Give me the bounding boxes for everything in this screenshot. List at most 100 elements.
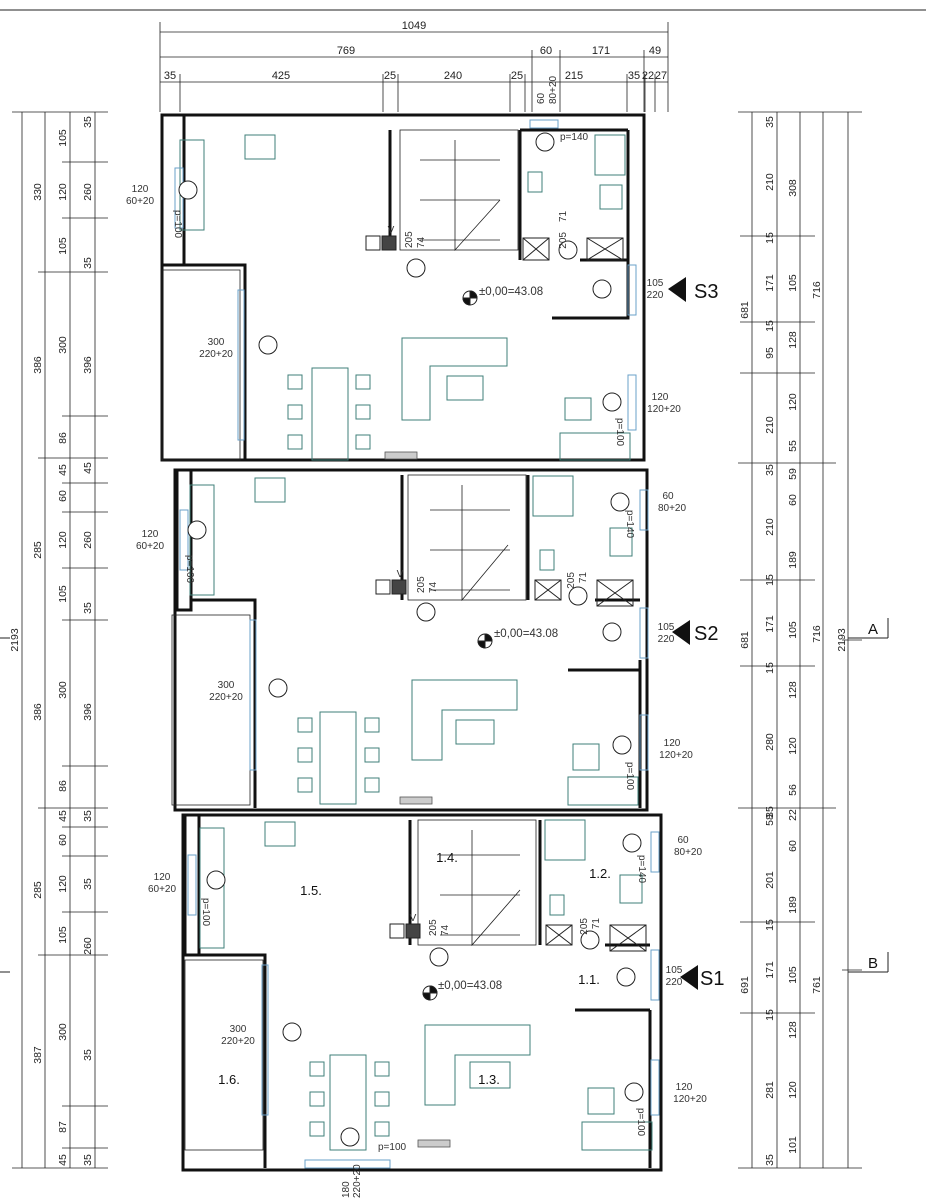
dim-right-i6: 95 — [764, 347, 776, 359]
dim-left-387: 387 — [32, 1046, 44, 1064]
dim-right-i12: 15 — [764, 662, 776, 674]
kitchen-window-3-h: 60+20 — [126, 196, 155, 207]
dim-right-i9: 210 — [764, 518, 776, 536]
dim-left-a8: 120 — [57, 531, 69, 549]
dim-right-b1: 308 — [787, 179, 799, 197]
dim-right-i7: 210 — [764, 416, 776, 434]
dim-left-a2: 120 — [57, 183, 69, 201]
living-window-2-h: 220+20 — [209, 692, 243, 703]
dim-right-b13: 22 — [787, 809, 799, 821]
dim-right-i21: 35 — [764, 1154, 776, 1166]
dim-left-a3: 105 — [57, 237, 69, 255]
entry-w: 180 — [341, 1181, 352, 1198]
entry-h: 220+20 — [352, 1164, 363, 1198]
dim-right-b10: 128 — [787, 681, 799, 699]
level-label-1: ±0,00=43.08 — [438, 980, 502, 992]
dim-right-b19: 101 — [787, 1136, 799, 1154]
valve-label-2: V — [397, 569, 404, 580]
section-label-s2: S2 — [694, 623, 718, 645]
parapet-entry: p=100 — [378, 1142, 407, 1153]
dim-right-b18: 120 — [787, 1081, 799, 1099]
living-window-1-h: 220+20 — [221, 1036, 255, 1047]
kitchen-window-2-h: 60+20 — [136, 541, 165, 552]
dim-top-171: 171 — [592, 45, 610, 57]
dim-top-425: 425 — [272, 70, 290, 82]
dim-right-716b: 716 — [811, 625, 823, 643]
windows — [174, 119, 660, 1169]
dim-left-b2: 260 — [82, 183, 94, 201]
chair-window-1-w: 120 — [676, 1082, 693, 1093]
living-window-1-w: 300 — [230, 1024, 247, 1035]
dim-left-a6: 45 — [57, 464, 69, 476]
dim-right-b4: 120 — [787, 393, 799, 411]
exterior-walls — [160, 113, 663, 1172]
axis-a-label: A — [868, 621, 878, 638]
dim-right-2193: 2193 — [836, 628, 848, 652]
parapet-chair-3: p=100 — [614, 418, 625, 447]
living-window-2-w: 300 — [218, 680, 235, 691]
chair-window-2-h: 120+20 — [659, 750, 693, 761]
dim-top-1049: 1049 — [402, 20, 426, 32]
dim-left-a13: 60 — [57, 834, 69, 846]
dim-left-b11: 260 — [82, 937, 94, 955]
dim-top-27: 27 — [655, 70, 667, 82]
dim-right-761: 761 — [811, 976, 823, 994]
door-3-205b: 205 — [404, 231, 415, 248]
dim-left-a14: 120 — [57, 875, 69, 893]
room-1-1: 1.1. — [578, 972, 600, 987]
dim-left-b10: 35 — [82, 878, 94, 890]
dim-top-60: 60 — [540, 45, 552, 57]
dim-top-35b: 35 — [628, 70, 640, 82]
shaft-boxes — [522, 237, 647, 952]
dim-right-b5: 55 — [787, 440, 799, 452]
dim-right-i20: 281 — [764, 1081, 776, 1099]
door-2-74: 74 — [428, 581, 439, 593]
dim-right-b9: 105 — [787, 621, 799, 639]
dim-right-i8: 35 — [764, 464, 776, 476]
dim-left-a12: 45 — [57, 810, 69, 822]
dim-right-i2: 210 — [764, 173, 776, 191]
dim-left-a18: 45 — [57, 1154, 69, 1166]
interior-walls — [184, 128, 652, 1168]
dim-right-i4: 171 — [764, 274, 776, 292]
dim-left-a1: 105 — [57, 129, 69, 147]
door-2-205b: 205 — [416, 576, 427, 593]
door-1-71: 71 — [591, 918, 602, 930]
dim-right-681b: 681 — [739, 631, 751, 649]
valve-label-1: V — [410, 913, 417, 924]
door-1-205b: 205 — [428, 919, 439, 936]
parapet-140-3: p=140 — [560, 132, 589, 143]
dim-left-b9: 396 — [82, 703, 94, 721]
dim-left-330: 330 — [32, 183, 44, 201]
door-window-2-h: 220 — [658, 634, 675, 645]
dim-left-a11: 86 — [57, 780, 69, 792]
dim-right-i19: 15 — [764, 1009, 776, 1021]
dim-left-b13: 35 — [82, 1154, 94, 1166]
dim-right-b7: 60 — [787, 494, 799, 506]
dim-right-i5: 15 — [764, 320, 776, 332]
door-window-1-w: 105 — [666, 965, 683, 976]
furniture — [179, 134, 653, 1151]
dim-left-a7: 60 — [57, 490, 69, 502]
dim-right-681a: 681 — [739, 301, 751, 319]
dim-right-i3: 15 — [764, 232, 776, 244]
kitchen-window-3-w: 120 — [132, 184, 149, 195]
radiators — [384, 451, 451, 1148]
left-dimension-lines — [12, 111, 108, 1169]
parapet-140-2: p=140 — [624, 510, 635, 539]
axis-b-label: B — [868, 955, 878, 972]
top-dimensions — [159, 22, 669, 112]
dim-left-b5: 45 — [82, 462, 94, 474]
kitchen-window-2-w: 120 — [142, 529, 159, 540]
bath-window-1-w: 60 — [677, 835, 689, 846]
dim-left-a17: 87 — [57, 1121, 69, 1133]
door-2-71: 71 — [578, 572, 589, 584]
dim-right-716a: 716 — [811, 281, 823, 299]
section-label-s3: S3 — [694, 281, 718, 303]
dim-left-a16: 300 — [57, 1023, 69, 1041]
door-window-1-h: 220 — [666, 977, 683, 988]
level-markers — [422, 290, 493, 1001]
section-marker-s1 — [680, 965, 698, 990]
dim-left-b6: 35 — [82, 602, 94, 614]
dim-top-240: 240 — [444, 70, 462, 82]
